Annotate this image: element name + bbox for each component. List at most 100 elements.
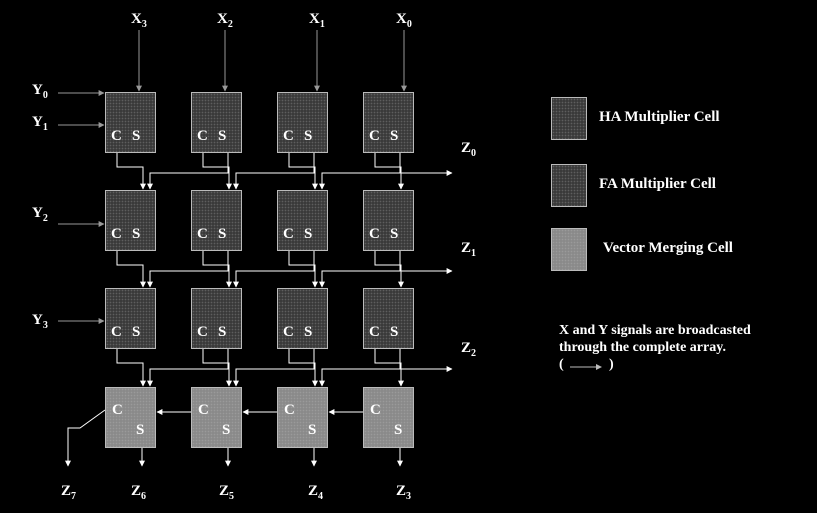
z7-output-wire	[65, 409, 106, 467]
cell-carry-label: C	[283, 226, 294, 242]
cell-sum-label: S	[132, 324, 141, 340]
x-input-label-letter: X	[217, 11, 228, 27]
z-output-label-index: 5	[229, 491, 235, 502]
legend-swatch-vm	[551, 228, 587, 271]
y-input-label-index: 2	[42, 213, 48, 224]
sum-wire	[233, 153, 315, 190]
z-output-label-index: 3	[406, 491, 412, 502]
z-output-label-index: 0	[471, 148, 477, 159]
x-input-label: X1	[309, 12, 325, 30]
cell-carry-label: C	[197, 128, 208, 144]
y-input-label-index: 1	[42, 122, 48, 133]
cell-carry-label: C	[112, 402, 123, 418]
carry-wire	[374, 349, 404, 387]
broadcast-note: X and Y signals are broadcasted through …	[559, 322, 751, 373]
legend-swatch-ha	[551, 97, 587, 140]
carry-wire	[288, 349, 318, 387]
cell-carry-label: C	[283, 324, 294, 340]
z-output-label: Z3	[396, 484, 411, 502]
sum-wire	[319, 251, 401, 288]
sum-wire	[233, 349, 315, 387]
x-input-label-index: 0	[406, 19, 412, 30]
z-output-label-letter: Z	[461, 340, 472, 356]
broadcast-note-line-2: through the complete array.	[559, 340, 726, 355]
y-input-label-letter: Y	[32, 205, 43, 221]
carry-wire	[374, 153, 404, 190]
sum-wire	[319, 153, 401, 190]
legend-label-fa: FA Multiplier Cell	[599, 176, 716, 192]
cell-sum-label: S	[136, 422, 145, 438]
cell-carry-label: C	[370, 402, 381, 418]
z-output-wire	[399, 251, 453, 274]
carry-wire	[202, 349, 232, 387]
x-input-label-letter: X	[131, 11, 142, 27]
cell-carry-label: C	[111, 128, 122, 144]
z-output-label: Z4	[308, 484, 323, 502]
carry-wire	[374, 251, 404, 288]
cell-sum-label: S	[218, 324, 227, 340]
cell-carry-label: C	[283, 128, 294, 144]
note-open-paren: (	[559, 357, 564, 372]
z-output-wire	[399, 349, 453, 372]
z-output-label-index: 2	[471, 348, 477, 359]
carry-wire	[116, 153, 146, 190]
carry-wire	[202, 251, 232, 288]
z-output-wire	[399, 153, 453, 176]
x-input-label-index: 3	[141, 19, 147, 30]
z-output-label: Z0	[461, 141, 476, 159]
x-input-label-index: 2	[227, 19, 233, 30]
y-input-label-index: 3	[42, 320, 48, 331]
x-input-label-letter: X	[309, 11, 320, 27]
y-input-label-letter: Y	[32, 312, 43, 328]
z-output-label-index: 7	[71, 491, 77, 502]
x-input-label-letter: X	[396, 11, 407, 27]
z-output-label-index: 4	[318, 491, 324, 502]
cell-sum-label: S	[390, 226, 399, 242]
legend-label-ha: HA Multiplier Cell	[599, 109, 720, 125]
carry-wire	[288, 251, 318, 288]
z-output-label-letter: Z	[219, 483, 230, 499]
z-output-label-letter: Z	[61, 483, 72, 499]
cell-carry-label: C	[111, 324, 122, 340]
cell-carry-label: C	[284, 402, 295, 418]
z-output-label: Z6	[131, 484, 146, 502]
cell-carry-label: C	[197, 226, 208, 242]
cell-sum-label: S	[390, 324, 399, 340]
cell-carry-label: C	[198, 402, 209, 418]
x-input-label-index: 1	[319, 19, 325, 30]
carry-wire	[116, 251, 146, 288]
z-output-label: Z2	[461, 341, 476, 359]
note-close-paren: )	[609, 357, 614, 372]
y-input-label: Y2	[32, 206, 48, 224]
broadcast-note-line-3: ( )	[559, 356, 751, 373]
carry-wire	[288, 153, 318, 190]
y-input-label: Y1	[32, 115, 48, 133]
cell-sum-label: S	[132, 226, 141, 242]
carry-wire	[202, 153, 232, 190]
cell-sum-label: S	[304, 226, 313, 242]
y-input-label: Y3	[32, 313, 48, 331]
z-output-label-index: 6	[141, 491, 147, 502]
sum-wire	[147, 349, 229, 387]
cell-sum-label: S	[218, 226, 227, 242]
cell-carry-label: C	[369, 324, 380, 340]
y-input-label-index: 0	[42, 90, 48, 101]
cell-sum-label: S	[132, 128, 141, 144]
legend-label-vm: Vector Merging Cell	[603, 240, 733, 256]
y-input-label-letter: Y	[32, 114, 43, 130]
sum-wire	[147, 153, 229, 190]
cell-sum-label: S	[218, 128, 227, 144]
y-input-label: Y0	[32, 83, 48, 101]
